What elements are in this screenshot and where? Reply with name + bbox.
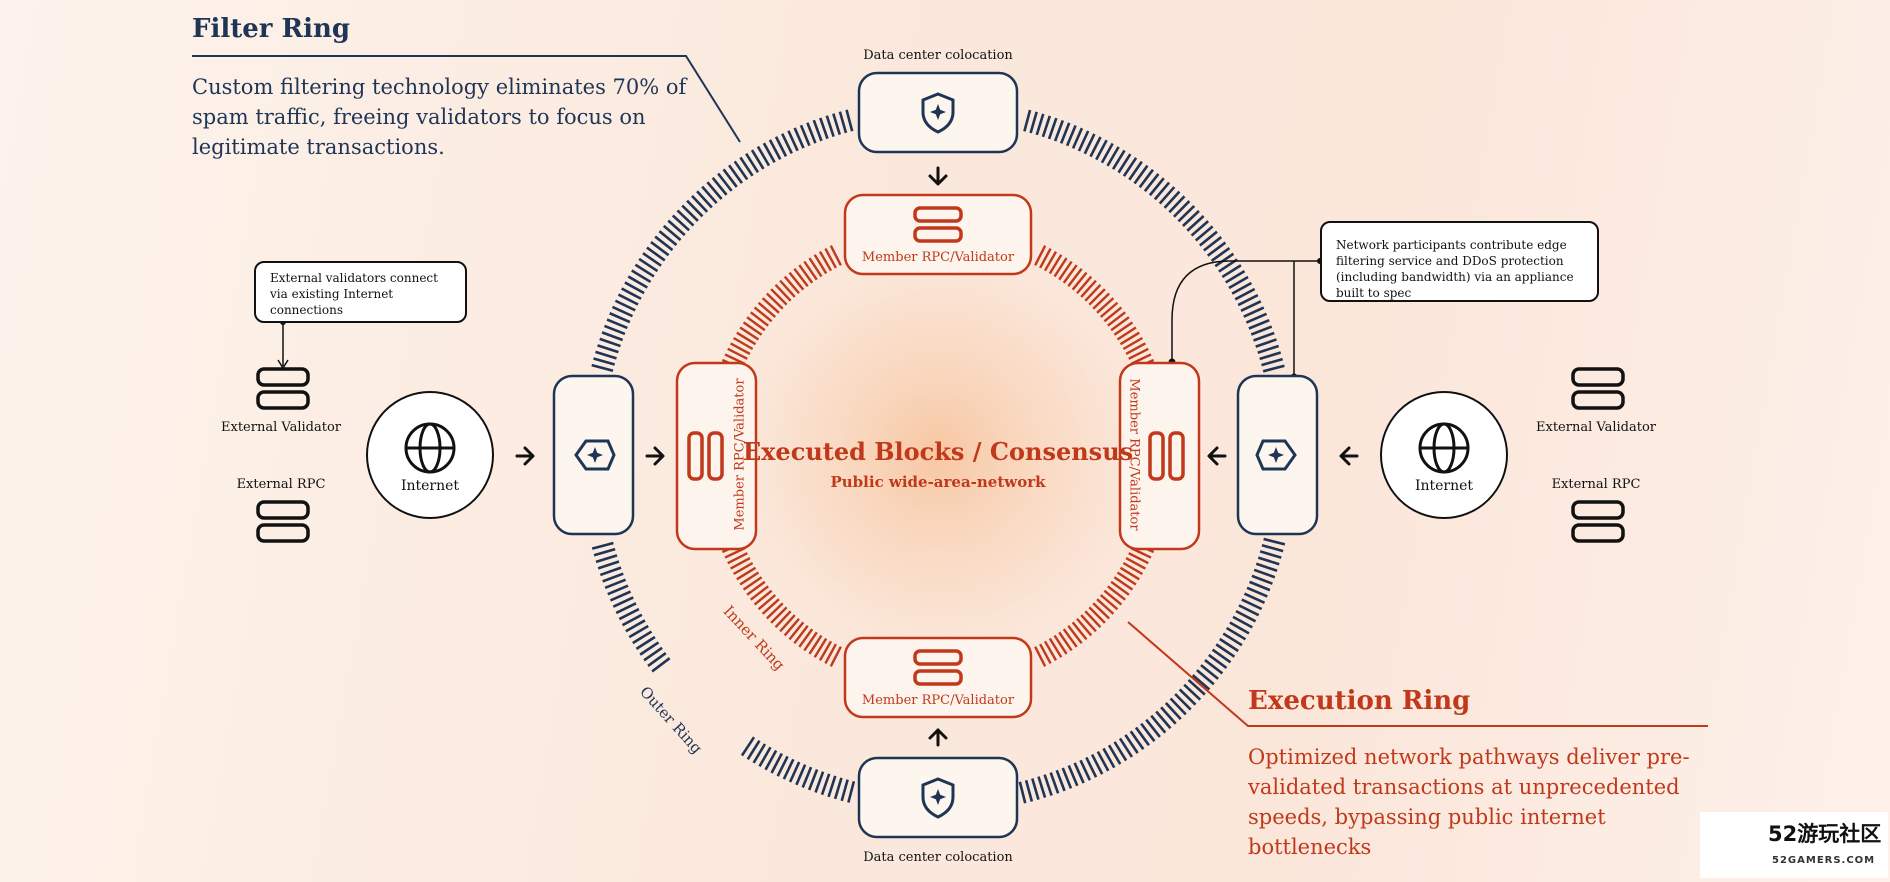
external-validator-right-label: External Validator [1536, 420, 1656, 435]
outer-ring [591, 109, 1286, 804]
center-title: Executed Blocks / Consensus [742, 437, 1134, 466]
left-callout-pointer [277, 319, 289, 370]
member-node-bottom[interactable] [843, 636, 1033, 719]
datacenter-bottom-label: Data center colocation [863, 850, 1013, 865]
member-node-right[interactable] [1118, 361, 1201, 551]
gateway-node-left[interactable] [552, 374, 635, 536]
external-validator-icon-right [1571, 367, 1625, 410]
inner-ring [721, 245, 1155, 667]
external-validator-left-label: External Validator [221, 420, 341, 435]
hexagon-star-icon [574, 439, 616, 471]
filter-ring-title: Filter Ring [192, 14, 351, 44]
right-callout-pointer [1168, 258, 1323, 381]
shield-star-icon [921, 92, 955, 134]
server-stack-icon [1148, 431, 1185, 481]
external-rpc-left-label: External RPC [236, 477, 326, 492]
external-validator-icon-left [256, 367, 310, 410]
globe-icon [1418, 422, 1470, 474]
watermark[interactable]: 52游玩社区 52GAMERS.COM [1700, 812, 1888, 878]
callout-left: External validators connect via existing… [254, 261, 467, 323]
arrow-icon [515, 446, 535, 466]
server-stack-icon [687, 431, 724, 481]
execution-ring-title: Execution Ring [1248, 686, 1471, 716]
internet-node-left[interactable] [366, 391, 494, 519]
hexagon-star-icon [1255, 439, 1297, 471]
datacenter-node-bottom[interactable] [857, 756, 1019, 839]
internet-node-right[interactable] [1380, 391, 1508, 519]
datacenter-node-top[interactable] [857, 71, 1019, 154]
arrow-icon [928, 166, 948, 186]
globe-icon [404, 422, 456, 474]
internet-right-label: Internet [1414, 478, 1474, 494]
arrow-icon [928, 728, 948, 747]
server-stack-icon [913, 206, 963, 243]
execution-ring-leader-line [1127, 621, 1708, 727]
callout-right: Network participants contribute edge fil… [1320, 221, 1599, 302]
center-subtitle: Public wide-area-network [830, 473, 1046, 491]
arrow-icon [1207, 446, 1227, 466]
filter-ring-leader-line [192, 55, 741, 143]
arrow-icon [1339, 446, 1359, 466]
execution-ring-description: Optimized network pathways deliver pre-v… [1248, 745, 1690, 859]
arrow-icon [645, 446, 665, 466]
member-top-label: Member RPC/Validator [861, 250, 1015, 265]
member-node-left[interactable] [675, 361, 758, 551]
shield-star-icon [921, 777, 955, 819]
watermark-site: 52GAMERS.COM [1772, 855, 1876, 866]
center-glow [703, 218, 1173, 688]
datacenter-top-label: Data center colocation [863, 48, 1013, 63]
member-bottom-label: Member RPC/Validator [861, 693, 1015, 708]
member-node-top[interactable] [843, 193, 1033, 276]
external-rpc-icon-right [1571, 500, 1625, 543]
external-rpc-right-label: External RPC [1551, 477, 1641, 492]
watermark-brand: 52游玩社区 [1768, 822, 1882, 846]
server-stack-icon [913, 649, 963, 686]
internet-left-label: Internet [400, 478, 460, 494]
external-rpc-icon-left [256, 500, 310, 543]
filter-ring-description: Custom filtering technology eliminates 7… [192, 75, 687, 159]
gateway-node-right[interactable] [1236, 374, 1319, 536]
